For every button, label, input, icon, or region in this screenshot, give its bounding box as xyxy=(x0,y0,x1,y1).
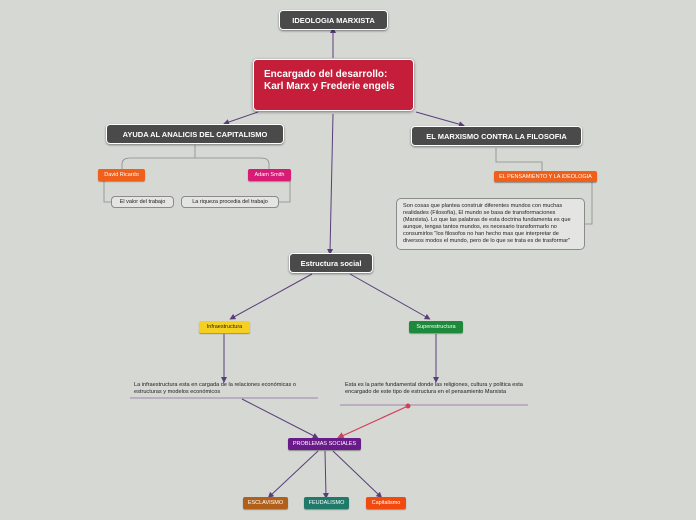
node-ideologia-marxista[interactable]: IDEOLOGIA MARXISTA xyxy=(279,10,388,30)
node-david-ricardo[interactable]: David Ricardo xyxy=(98,169,145,181)
connector-ayuda-tree xyxy=(121,145,270,169)
connector-central-estructura xyxy=(327,113,334,255)
connector-super-problemas xyxy=(336,405,409,439)
node-esclavismo[interactable]: ESCLAVISMO xyxy=(243,497,288,509)
node-riqueza-trabajo[interactable]: La riqueza procedia del trabajo xyxy=(181,196,279,208)
node-feudalismo[interactable]: FEUDALISMO xyxy=(304,497,349,509)
connector-estructura-super xyxy=(349,273,431,320)
connector-pensamiento-note xyxy=(585,182,593,225)
connector-problemas-capitalismo xyxy=(332,450,383,499)
connector-infra-problemas xyxy=(241,398,319,439)
node-super-description[interactable]: Esta es la parte fundamental donde las r… xyxy=(345,382,523,396)
node-ayuda-analisis[interactable]: AYUDA AL ANALICIS DEL CAPITALISMO xyxy=(106,124,284,144)
node-pensamiento-ideologia[interactable]: EL PENSAMIENTO Y LA IDEOLOGIA xyxy=(494,171,597,182)
node-adam-smith[interactable]: Adam Smith xyxy=(248,169,291,181)
connector-problemas-esclavismo xyxy=(267,450,319,499)
node-problemas-sociales[interactable]: PROBLEMAS SOCIALES xyxy=(288,438,361,450)
connector-central-ayuda xyxy=(223,111,259,125)
node-filosofia-note[interactable]: Son cosas que plantea construir diferent… xyxy=(396,198,585,250)
node-infra-description[interactable]: La infraestructura esta en cargada de la… xyxy=(134,382,297,396)
connector-central-marxismo xyxy=(415,111,465,128)
node-capitalismo[interactable]: Capitalismo xyxy=(366,497,406,509)
node-central-topic[interactable]: Encargado del desarrollo: Karl Marx y Fr… xyxy=(253,59,414,111)
node-estructura-social[interactable]: Estructura social xyxy=(289,253,373,273)
connector-estructura-infra xyxy=(229,273,313,320)
node-superestructura[interactable]: Superestructura xyxy=(409,321,463,333)
connector-marxismo-pensamiento xyxy=(495,148,543,171)
connector-adam-riqueza xyxy=(279,181,291,203)
connector-david-valor xyxy=(103,181,111,203)
connector-handle xyxy=(405,403,411,409)
connector-problemas-feudalismo xyxy=(322,450,329,499)
node-marxismo-filosofia[interactable]: EL MARXISMO CONTRA LA FILOSOFIA xyxy=(411,126,582,146)
node-infraestructura[interactable]: Infraestructura xyxy=(199,321,250,333)
node-valor-trabajo[interactable]: El valor del trabajo xyxy=(111,196,174,208)
